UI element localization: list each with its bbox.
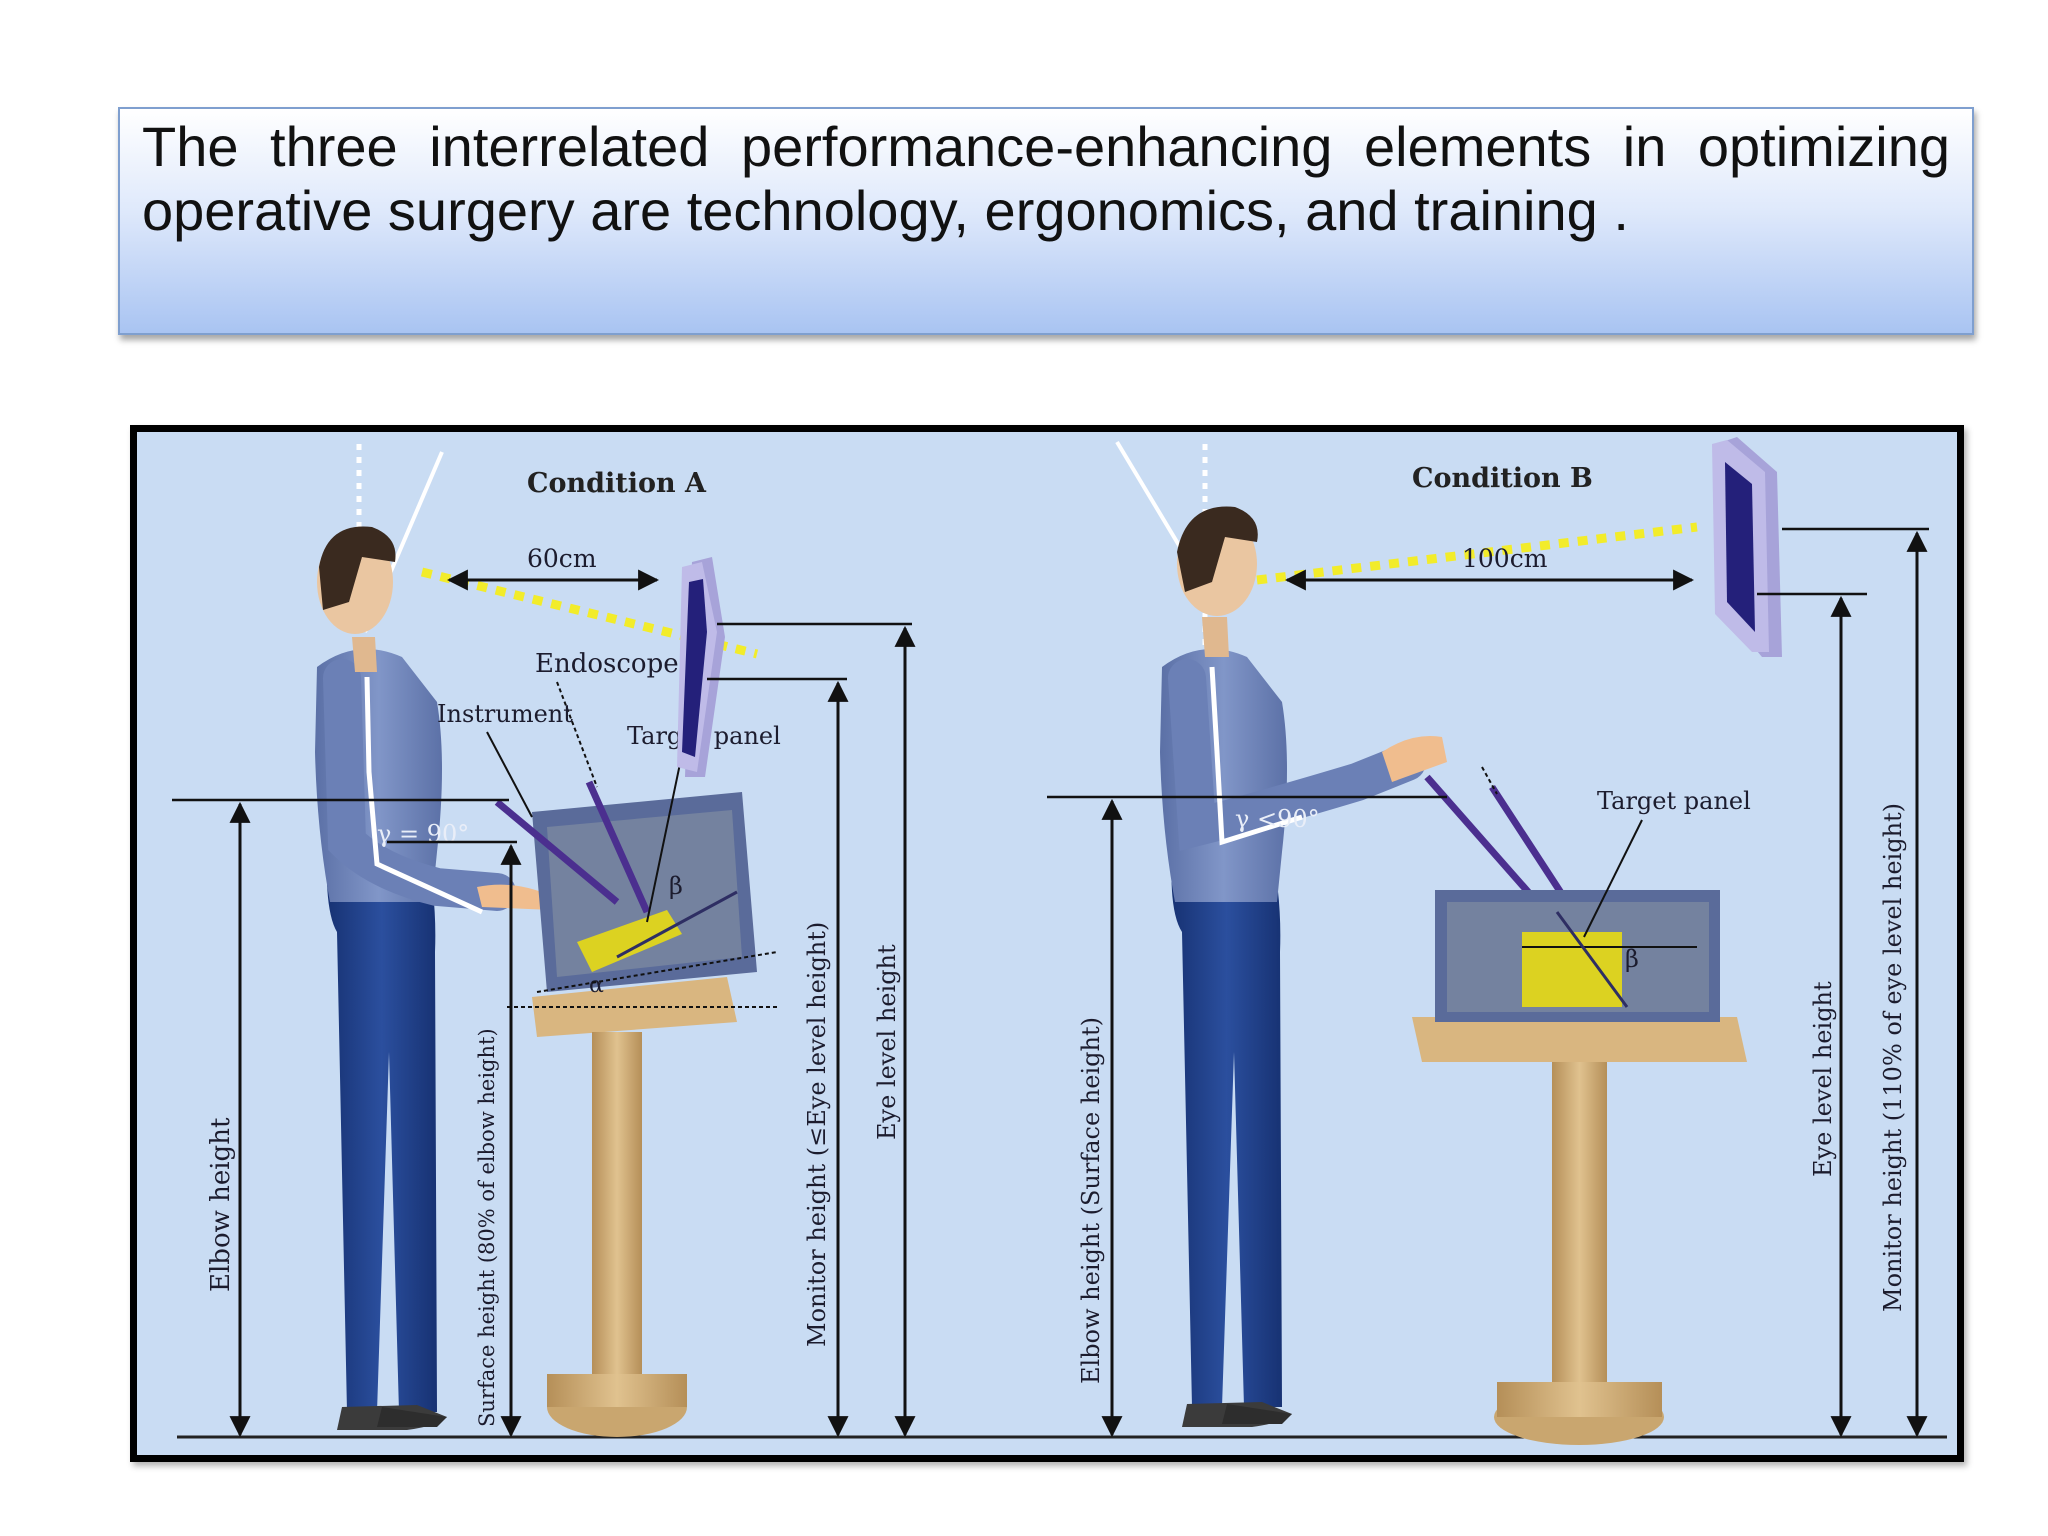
distance-label-a: 60cm bbox=[527, 544, 597, 573]
table-a bbox=[532, 977, 737, 1437]
instrument-label-a: Instrument bbox=[437, 700, 573, 728]
sightline-b bbox=[1256, 522, 1698, 585]
headline-text: The three interrelated performance-enhan… bbox=[142, 115, 1950, 242]
elbow-height-label-a: Elbow height bbox=[206, 1117, 236, 1292]
target-panel-leader-a bbox=[646, 753, 683, 923]
beta-label-a: β bbox=[669, 872, 683, 900]
headline-box: The three interrelated performance-enhan… bbox=[118, 107, 1974, 335]
surface-height-label-a: Surface height (80% of elbow height) bbox=[475, 1028, 499, 1427]
target-panel-leader-b bbox=[1583, 819, 1643, 938]
condition-b-panel: Condition B γ <90° bbox=[1047, 437, 1929, 1445]
endoscope-label-a: Endoscope bbox=[535, 649, 679, 679]
monitor-b bbox=[1712, 437, 1782, 657]
eye-level-label-b: Eye level height bbox=[1809, 981, 1837, 1177]
ergonomics-figure: Condition A γ = 90° bbox=[130, 425, 1964, 1462]
beta-label-b: β bbox=[1625, 945, 1639, 973]
elbow-height-label-b: Elbow height (Surface height) bbox=[1077, 1017, 1105, 1384]
monitor-a bbox=[677, 557, 725, 777]
endoscope-leader-a bbox=[556, 681, 598, 788]
distance-label-b: 100cm bbox=[1462, 544, 1548, 573]
monitor-height-label-a: Monitor height (≤Eye level height) bbox=[803, 922, 831, 1347]
eye-level-label-a: Eye level height bbox=[873, 944, 901, 1140]
trainer-box-a bbox=[532, 792, 757, 992]
endoscope-a bbox=[585, 780, 651, 914]
condition-a-panel: Condition A γ = 90° bbox=[172, 444, 916, 1438]
endoscope-b bbox=[1489, 785, 1570, 904]
condition-b-title: Condition B bbox=[1412, 463, 1593, 494]
trainer-box-b bbox=[1435, 890, 1720, 1022]
tilt-dotted-a bbox=[536, 951, 778, 993]
surgeon-figure-b bbox=[1160, 506, 1447, 1427]
monitor-height-label-b: Monitor height (110% of eye level height… bbox=[1879, 803, 1907, 1312]
condition-a-title: Condition A bbox=[527, 468, 707, 499]
table-b bbox=[1412, 1017, 1747, 1445]
gamma-label-a: γ = 90° bbox=[377, 820, 469, 848]
alpha-label-a: α bbox=[589, 973, 604, 998]
gamma-label-b: γ <90° bbox=[1235, 805, 1320, 833]
instrument-a bbox=[494, 799, 620, 905]
instrument-leader-a bbox=[486, 731, 533, 818]
target-panel-label-b: Target panel bbox=[1597, 787, 1751, 815]
surgeon-figure-a bbox=[315, 526, 552, 1430]
